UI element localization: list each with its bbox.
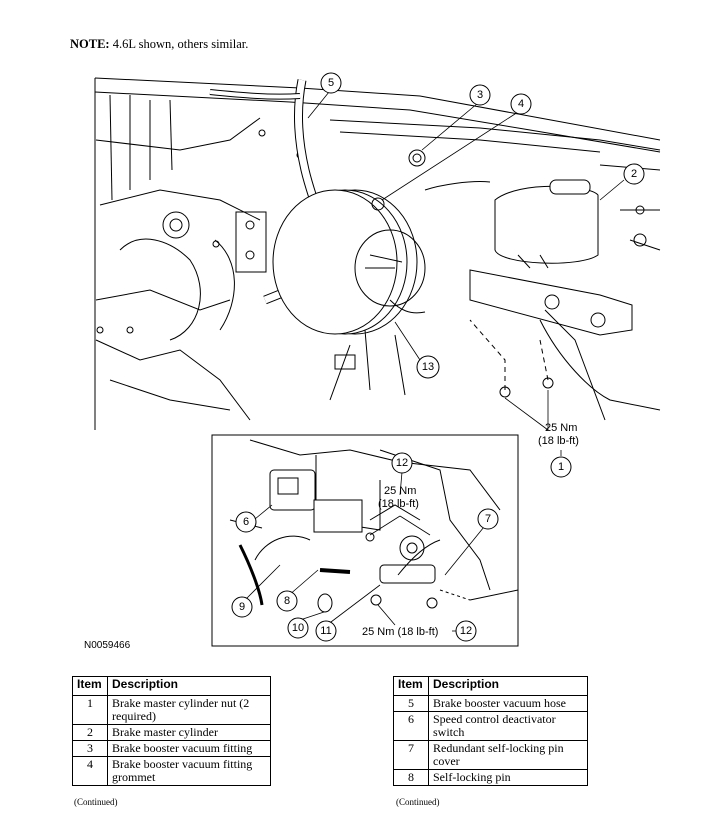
- svg-text:6: 6: [243, 516, 249, 528]
- table-row: 5 Brake booster vacuum hose: [393, 695, 588, 712]
- callout-5: 5: [320, 72, 342, 94]
- item-description: Brake booster vacuum fitting: [107, 740, 271, 757]
- note: NOTE: 4.6L shown, others similar.: [70, 37, 248, 52]
- svg-text:1: 1: [558, 461, 564, 473]
- item-table-left: Item Description 1 Brake master cylinder…: [72, 676, 271, 786]
- note-text: 4.6L shown, others similar.: [109, 37, 249, 51]
- figure-id: N0059466: [84, 640, 131, 651]
- callout-9: 9: [231, 596, 253, 618]
- callout-7: 7: [477, 508, 499, 530]
- engine-bay-drawing: [94, 77, 661, 430]
- item-number: 6: [393, 711, 429, 741]
- table-row: 6 Speed control deactivator switch: [393, 711, 588, 741]
- table-row: 8 Self-locking pin: [393, 769, 588, 786]
- item-description: Redundant self-locking pin cover: [428, 740, 588, 770]
- item-number: 2: [72, 724, 108, 741]
- svg-text:8: 8: [284, 595, 290, 607]
- brake-booster-illustration: 1 2 3 4 5 13 12 6 7 9 8 10 11 12 25 Nm (…: [94, 72, 661, 647]
- svg-text:7: 7: [485, 513, 491, 525]
- inset-leader-lines: [244, 471, 489, 632]
- callout-1: 1: [550, 456, 572, 478]
- table-row: 7 Redundant self-locking pin cover: [393, 740, 588, 770]
- callout-4: 4: [510, 93, 532, 115]
- note-label: NOTE:: [70, 37, 110, 51]
- callout-2: 2: [623, 163, 645, 185]
- callout-12-bottom: 12: [455, 620, 477, 642]
- svg-text:4: 4: [518, 98, 524, 110]
- header-item: Item: [393, 676, 429, 696]
- callout-11: 11: [315, 620, 337, 642]
- svg-text:11: 11: [320, 625, 331, 637]
- leader-lines: [307, 91, 625, 456]
- continued-label-left: (Continued): [74, 797, 118, 807]
- continued-label-right: (Continued): [396, 797, 440, 807]
- callout-8: 8: [276, 590, 298, 612]
- callout-6: 6: [235, 511, 257, 533]
- torque-main-lbft: (18 lb-ft): [538, 435, 579, 447]
- svg-text:5: 5: [328, 77, 334, 89]
- table-row: 1 Brake master cylinder nut (2 required): [72, 695, 271, 725]
- item-table-right: Item Description 5 Brake booster vacuum …: [393, 676, 588, 786]
- svg-text:12: 12: [460, 625, 472, 637]
- callout-13: 13: [416, 355, 440, 379]
- inset-frame: [211, 434, 519, 647]
- callout-12-top: 12: [391, 452, 413, 474]
- torque-inset-lbft: (18 lb-ft): [378, 498, 419, 510]
- table-row: 4 Brake booster vacuum fitting grommet: [72, 756, 271, 786]
- table-header-row: Item Description: [393, 676, 588, 696]
- callout-10: 10: [287, 617, 309, 639]
- item-number: 7: [393, 740, 429, 770]
- header-description: Description: [428, 676, 588, 696]
- table-row: 3 Brake booster vacuum fitting: [72, 740, 271, 757]
- svg-text:3: 3: [477, 89, 483, 101]
- table-row: 2 Brake master cylinder: [72, 724, 271, 741]
- svg-text:13: 13: [422, 361, 434, 373]
- header-description: Description: [107, 676, 271, 696]
- table-header-row: Item Description: [72, 676, 271, 696]
- svg-text:12: 12: [396, 457, 408, 469]
- item-description: Brake master cylinder: [107, 724, 271, 741]
- item-description: Brake booster vacuum hose: [428, 695, 588, 712]
- svg-text:10: 10: [292, 622, 304, 634]
- item-number: 1: [72, 695, 108, 725]
- item-description: Brake master cylinder nut (2 required): [107, 695, 271, 725]
- torque-inset-bottom: 25 Nm (18 lb-ft): [362, 626, 438, 638]
- item-number: 3: [72, 740, 108, 757]
- item-description: Brake booster vacuum fitting grommet: [107, 756, 271, 786]
- item-number: 8: [393, 769, 429, 786]
- header-item: Item: [72, 676, 108, 696]
- item-description: Speed control deactivator switch: [428, 711, 588, 741]
- item-number: 4: [72, 756, 108, 786]
- torque-main-nm: 25 Nm: [545, 422, 577, 434]
- torque-inset-nm: 25 Nm: [384, 485, 416, 497]
- callout-3: 3: [469, 84, 491, 106]
- item-number: 5: [393, 695, 429, 712]
- svg-text:2: 2: [631, 168, 637, 180]
- svg-text:9: 9: [239, 601, 245, 613]
- inset-drawing: [229, 439, 519, 613]
- item-description: Self-locking pin: [428, 769, 588, 786]
